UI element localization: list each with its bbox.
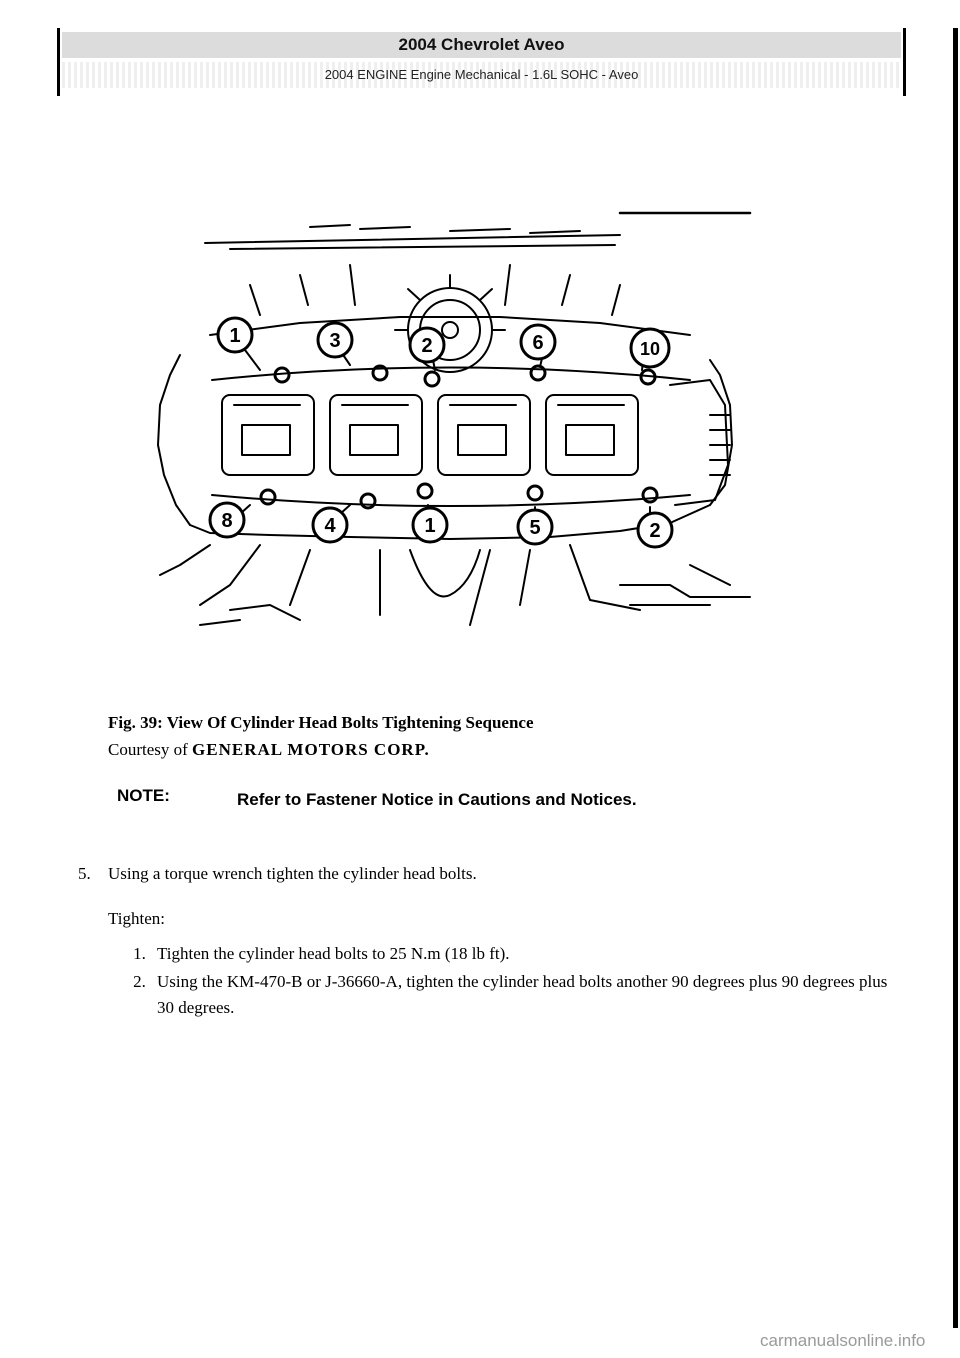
header-frame-right [903, 28, 906, 96]
note-label: NOTE: [117, 786, 170, 805]
callout-label: 6 [532, 332, 543, 354]
callout-circle: 5 [516, 508, 554, 546]
step-number: 5. [78, 864, 91, 883]
callout-circle: 2 [636, 511, 674, 549]
callout-label: 8 [221, 510, 232, 532]
callout-label: 1 [229, 325, 240, 347]
list-item-number: 1. [133, 944, 146, 963]
callout-label: 4 [324, 515, 336, 537]
cylinder-head-diagram: 1 3 2 6 10 8 4 1 5 2 [157, 211, 752, 626]
courtesy-company: GENERAL MOTORS CORP. [192, 740, 430, 759]
courtesy-prefix: Courtesy of [108, 740, 188, 759]
callout-circle: 1 [216, 316, 254, 354]
list-item: 2. Using the KM-470-B or J-36660-A, tigh… [122, 969, 892, 1021]
watermark: carmanualsonline.info [760, 1331, 926, 1350]
page-title: 2004 Chevrolet Aveo [62, 32, 901, 58]
callout-label: 2 [649, 520, 660, 542]
callout-circle: 8 [208, 501, 246, 539]
callout-circle: 10 [629, 327, 671, 369]
note-text: Refer to Fastener Notice in Cautions and… [237, 790, 637, 809]
list-item-text: Using the KM-470-B or J-36660-A, tighten… [157, 972, 888, 1017]
caption-courtesy: Courtesy of GENERAL MOTORS CORP. [108, 736, 534, 763]
figure-caption: Fig. 39: View Of Cylinder Head Bolts Tig… [108, 709, 534, 763]
callout-circle: 3 [316, 321, 354, 359]
callout-label: 1 [424, 515, 435, 537]
callout-label: 2 [421, 335, 432, 357]
tighten-list: 1. Tighten the cylinder head bolts to 25… [122, 941, 892, 1023]
caption-title: Fig. 39: View Of Cylinder Head Bolts Tig… [108, 713, 534, 732]
list-item-text: Tighten the cylinder head bolts to 25 N.… [157, 944, 510, 963]
callout-label: 5 [529, 517, 540, 539]
callout-circle: 6 [519, 323, 557, 361]
tighten-label: Tighten: [108, 909, 166, 928]
page-subtitle: 2004 ENGINE Engine Mechanical - 1.6L SOH… [62, 62, 901, 88]
step-text: Using a torque wrench tighten the cylind… [108, 864, 477, 883]
callout-label: 3 [329, 330, 340, 352]
list-item-number: 2. [133, 972, 146, 991]
header-frame-left [57, 28, 60, 96]
callout-label: 10 [640, 339, 660, 359]
callout-circle: 4 [311, 506, 349, 544]
page-right-rule [953, 28, 958, 1328]
callout-circle: 2 [408, 326, 446, 364]
list-item: 1. Tighten the cylinder head bolts to 25… [122, 941, 892, 967]
callout-circle: 1 [411, 506, 449, 544]
